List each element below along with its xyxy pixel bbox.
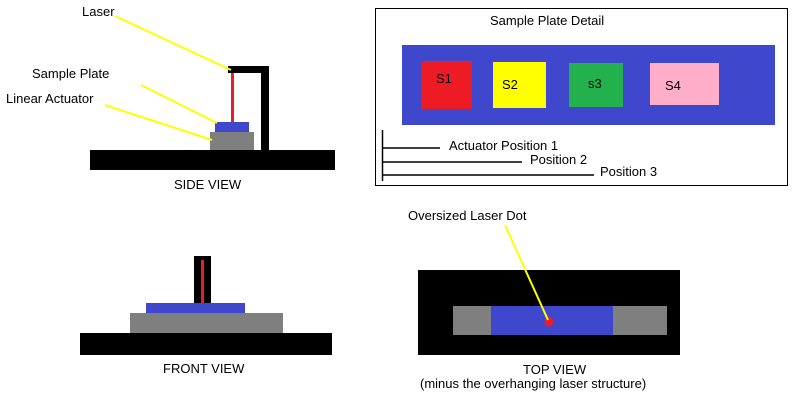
front-view: FRONT VIEW xyxy=(80,256,332,376)
sample-plate-detail: Sample Plate Detail S1 S2 s3 S4 Actuator… xyxy=(375,8,788,186)
side-sample-plate xyxy=(215,122,249,132)
side-laser-arm xyxy=(228,66,269,73)
detail-title: Sample Plate Detail xyxy=(490,13,604,28)
top-view-caption: TOP VIEW xyxy=(523,362,587,377)
front-view-caption: FRONT VIEW xyxy=(163,361,245,376)
front-laser-beam xyxy=(201,260,204,303)
top-view-note: (minus the overhanging laser structure) xyxy=(420,376,646,391)
sample-s4-label: S4 xyxy=(665,78,681,93)
linear-actuator-callout-line xyxy=(104,104,213,141)
front-base xyxy=(80,333,332,355)
detail-frame xyxy=(375,8,788,186)
sample-s3 xyxy=(569,63,623,107)
sample-s1-label: S1 xyxy=(436,71,452,86)
position-3-label: Position 3 xyxy=(600,164,657,179)
sample-plate-callout-line xyxy=(140,84,218,124)
position-1-label: Actuator Position 1 xyxy=(449,138,558,153)
laser-label: Laser xyxy=(82,4,115,19)
side-laser-post xyxy=(261,66,269,150)
side-laser-beam xyxy=(231,73,234,122)
sample-plate-label: Sample Plate xyxy=(32,66,109,81)
position-2-label: Position 2 xyxy=(530,152,587,167)
linear-actuator-label: Linear Actuator xyxy=(6,91,94,106)
sample-s2-label: S2 xyxy=(502,77,518,92)
side-view: Laser Sample Plate Linear Actuator SIDE … xyxy=(6,4,335,192)
sample-s4 xyxy=(650,63,719,105)
front-sample-plate xyxy=(146,303,245,313)
oversized-laser-dot-label: Oversized Laser Dot xyxy=(408,208,527,223)
oversized-laser-dot xyxy=(544,317,554,327)
sample-s1 xyxy=(421,61,472,109)
front-linear-actuator xyxy=(130,313,283,333)
sample-s2 xyxy=(493,62,546,108)
laser-dot-callout-line xyxy=(504,224,549,321)
sample-s3-label: s3 xyxy=(588,76,602,91)
side-base xyxy=(90,150,335,170)
side-linear-actuator xyxy=(210,132,254,150)
top-view: Oversized Laser Dot TOP VIEW (minus the … xyxy=(408,208,680,391)
laser-callout-line xyxy=(114,15,232,71)
side-view-caption: SIDE VIEW xyxy=(174,177,242,192)
